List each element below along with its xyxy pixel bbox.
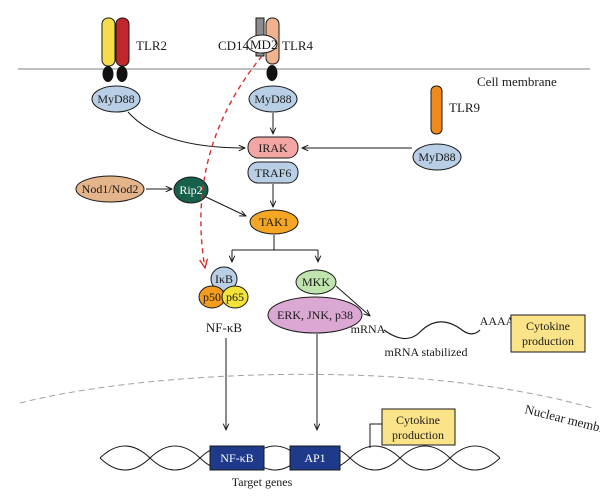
myd88-tlr4-label: MyD88	[254, 92, 291, 106]
target-genes-label: Target genes	[232, 475, 293, 489]
cytokine-production-box-bottom	[381, 408, 456, 446]
p65-oval	[221, 285, 249, 309]
irak-node	[247, 136, 299, 159]
p65-label: p65	[226, 290, 244, 304]
tlr9-label: TLR9	[449, 100, 480, 115]
rip2-label: Rip2	[179, 183, 202, 197]
myd88-tlr4-oval	[248, 85, 298, 113]
tlr2-yellow-chain	[101, 17, 116, 67]
p50-label: p50	[203, 290, 221, 304]
tlr9-receptor	[430, 85, 443, 135]
ap1-gene-label: AP1	[304, 451, 325, 465]
cytokine-bottom-line1: Cytokine	[396, 413, 440, 427]
arrow-myd88-tlr2-to-irak	[127, 111, 245, 148]
md2-label: MD2	[250, 37, 277, 52]
aaaa-label: AAAA	[480, 314, 515, 328]
cd14-label: CD14	[218, 38, 250, 53]
myd88-tlr9-label: MyD88	[418, 150, 455, 164]
nfkb-gene-box	[209, 445, 265, 471]
irak-label: IRAK	[258, 141, 288, 155]
mkk-label: MKK	[302, 275, 330, 289]
nod-label: Nod1/Nod2	[82, 182, 139, 196]
cytokine-top-line1: Cytokine	[526, 319, 570, 333]
ikb-label: IκB	[215, 272, 233, 286]
tlr4-tir-domain	[266, 65, 278, 81]
mrna-strand	[383, 321, 481, 340]
tlr4-label: TLR4	[282, 38, 314, 53]
traf6-label: TRAF6	[255, 166, 292, 180]
dashed-arrow-md2-to-ikb	[201, 55, 263, 268]
myd88-tlr9-oval	[412, 143, 462, 171]
traf6-node	[247, 161, 299, 184]
ap1-gene-box	[289, 445, 341, 471]
mkk-oval	[295, 269, 337, 295]
nod-oval	[75, 175, 145, 203]
nfkb-gene-label: NF-κB	[220, 451, 253, 465]
tlr2-label: TLR2	[136, 38, 167, 53]
cytokine-top-line2: production	[522, 334, 574, 348]
tlr2-tir-domain-left	[102, 66, 114, 82]
mapk-label: ERK, JNK, p38	[277, 308, 353, 322]
arrow-mkk-to-mrna	[335, 285, 370, 316]
tak1-label: TAK1	[259, 215, 289, 229]
cytokine-production-box-top	[510, 314, 586, 353]
cell-membrane-label: Cell membrane	[477, 74, 557, 89]
mrna-stabilized-label: mRNA stabilized	[385, 345, 468, 359]
rip2-oval	[173, 176, 209, 204]
nuclear-membrane-line	[19, 373, 593, 409]
tlr2-receptor	[101, 17, 130, 82]
nfkb-complex-label: NF-κB	[206, 320, 242, 335]
myd88-tlr2-oval	[91, 85, 141, 113]
tlr2-tir-domain-right	[116, 66, 128, 82]
tlr2-red-chain	[115, 17, 130, 67]
arrow-rip2-to-tak1	[205, 196, 246, 216]
mrna-label: mRNA	[351, 322, 386, 336]
tlr4-receptor-complex	[246, 17, 280, 81]
mapk-oval	[267, 296, 363, 334]
myd88-tlr2-label: MyD88	[97, 92, 134, 106]
cytokine-bottom-line2: production	[392, 428, 444, 442]
tak1-oval	[249, 209, 299, 235]
md2-oval	[246, 34, 278, 54]
